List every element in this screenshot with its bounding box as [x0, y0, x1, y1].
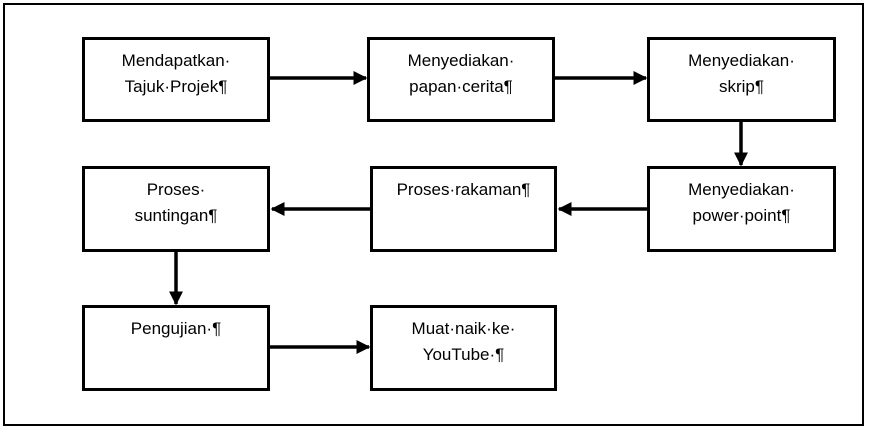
step-label: Menyediakan· skrip¶	[688, 51, 795, 96]
step-menyediakan-skrip: Menyediakan· skrip¶	[647, 37, 836, 122]
step-label: Menyediakan· power·point¶	[688, 180, 795, 225]
step-label: Muat·naik·ke· YouTube·¶	[411, 319, 516, 364]
step-proses-suntingan: Proses· suntingan¶	[82, 166, 270, 252]
step-label: Mendapatkan· Tajuk·Projek¶	[121, 51, 231, 96]
step-label: Proses· suntingan¶	[134, 180, 218, 225]
step-menyediakan-papan-cerita: Menyediakan· papan·cerita¶	[367, 37, 555, 122]
step-mendapatkan-tajuk-projek: Mendapatkan· Tajuk·Projek¶	[82, 37, 270, 122]
step-label: Pengujian·¶	[130, 319, 222, 338]
diagram-frame	[3, 3, 864, 426]
step-pengujian: Pengujian·¶	[82, 305, 270, 391]
step-proses-rakaman: Proses·rakaman¶	[370, 166, 557, 252]
step-label: Proses·rakaman¶	[396, 180, 531, 199]
step-label: Menyediakan· papan·cerita¶	[407, 51, 515, 96]
step-menyediakan-power-point: Menyediakan· power·point¶	[647, 166, 836, 252]
step-muat-naik-youtube: Muat·naik·ke· YouTube·¶	[370, 305, 557, 391]
